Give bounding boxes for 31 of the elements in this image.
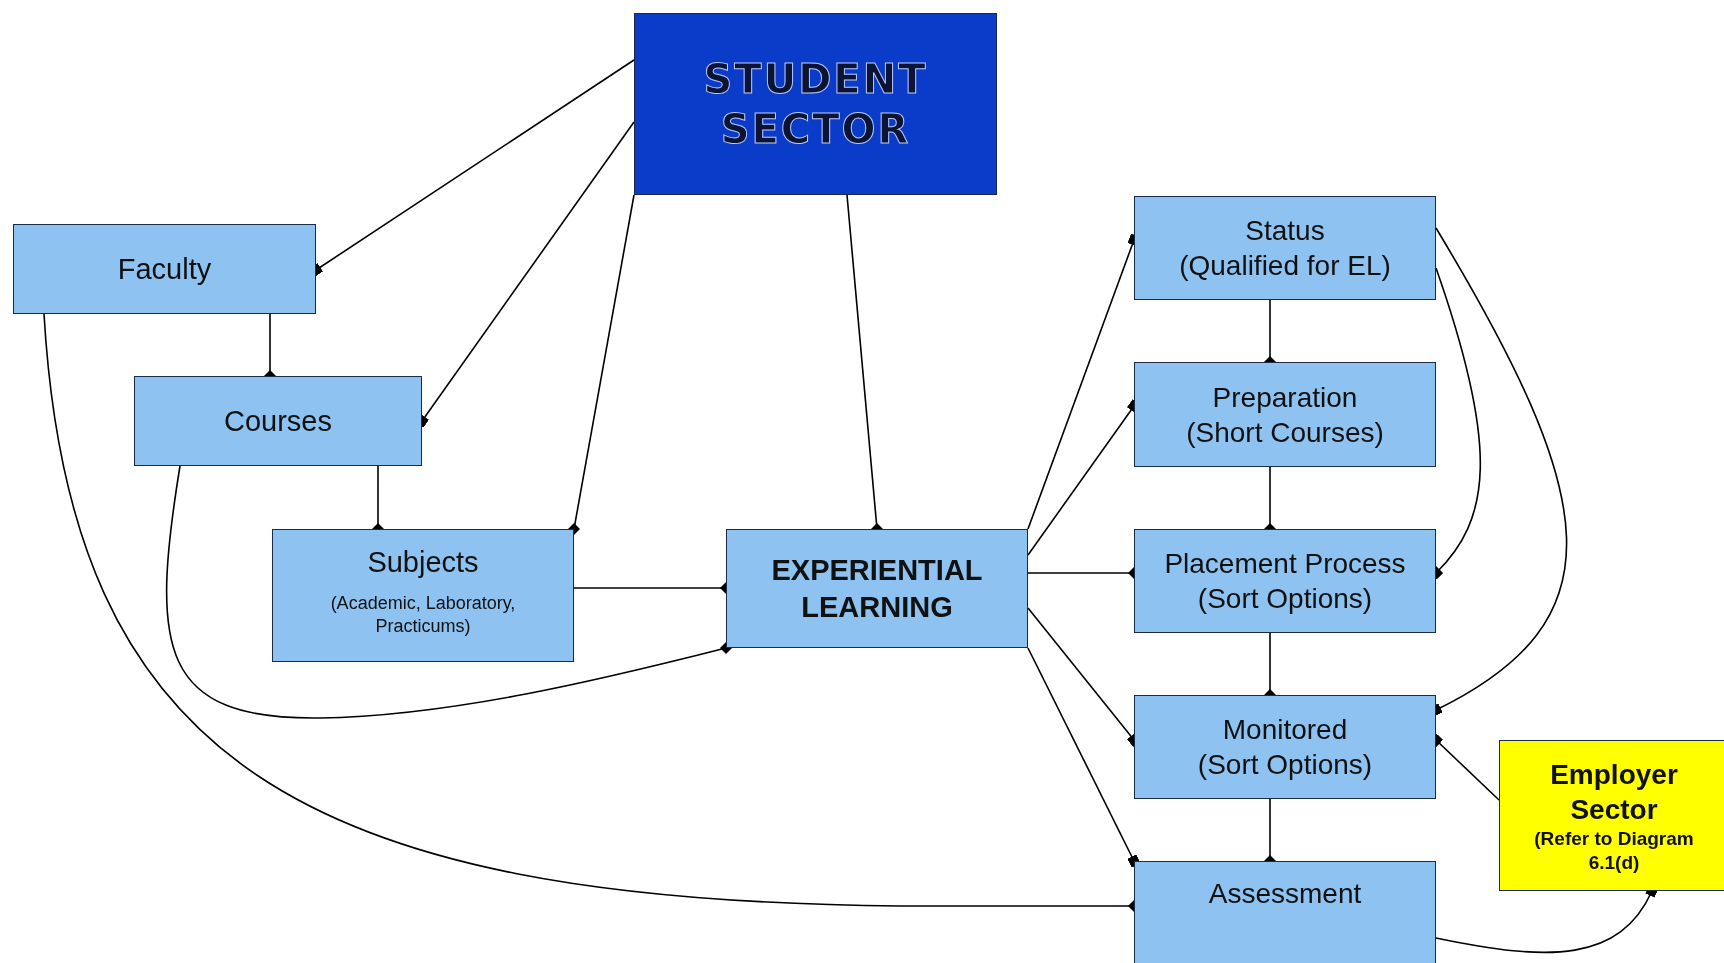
node-text: Assessment: [1208, 877, 1362, 911]
process-box: [13, 224, 316, 314]
node-text: Courses: [224, 403, 332, 439]
process-box: [272, 529, 574, 662]
node-text: Subjects: [367, 545, 479, 580]
node-text: Status: [1245, 214, 1325, 248]
node-text: Faculty: [117, 251, 212, 287]
process-box: [1134, 529, 1436, 633]
process-box: [1134, 861, 1436, 963]
node-text: Preparation: [1212, 380, 1358, 415]
node-text: Employer Sector: [1549, 757, 1679, 827]
node-text: Placement Process: [1164, 547, 1406, 581]
node-text: (Sort Options): [1197, 582, 1373, 616]
node-text: (Qualified for EL): [1179, 249, 1391, 283]
process-box: [634, 13, 997, 195]
process-box: [1134, 196, 1436, 300]
node-text: EXPERIENTIAL LEARNING: [770, 553, 984, 625]
node-text: (Short Courses): [1186, 415, 1384, 450]
connector: [165, 465, 732, 719]
process-box: [1134, 362, 1436, 467]
connector: [568, 194, 635, 535]
node-text: (Refer to Diagram 6.1(d): [1533, 826, 1695, 875]
node-text: STUDENT SECTOR: [702, 55, 929, 154]
node-text: Monitored: [1222, 713, 1348, 747]
node-text: (Sort Options): [1197, 748, 1373, 782]
process-box: [726, 529, 1028, 648]
connector: [1027, 647, 1141, 868]
process-box: [1134, 695, 1436, 799]
process-box: [134, 376, 422, 466]
process-box: [1499, 740, 1724, 891]
node-text: (Academic, Laboratory, Practicums): [329, 592, 517, 638]
